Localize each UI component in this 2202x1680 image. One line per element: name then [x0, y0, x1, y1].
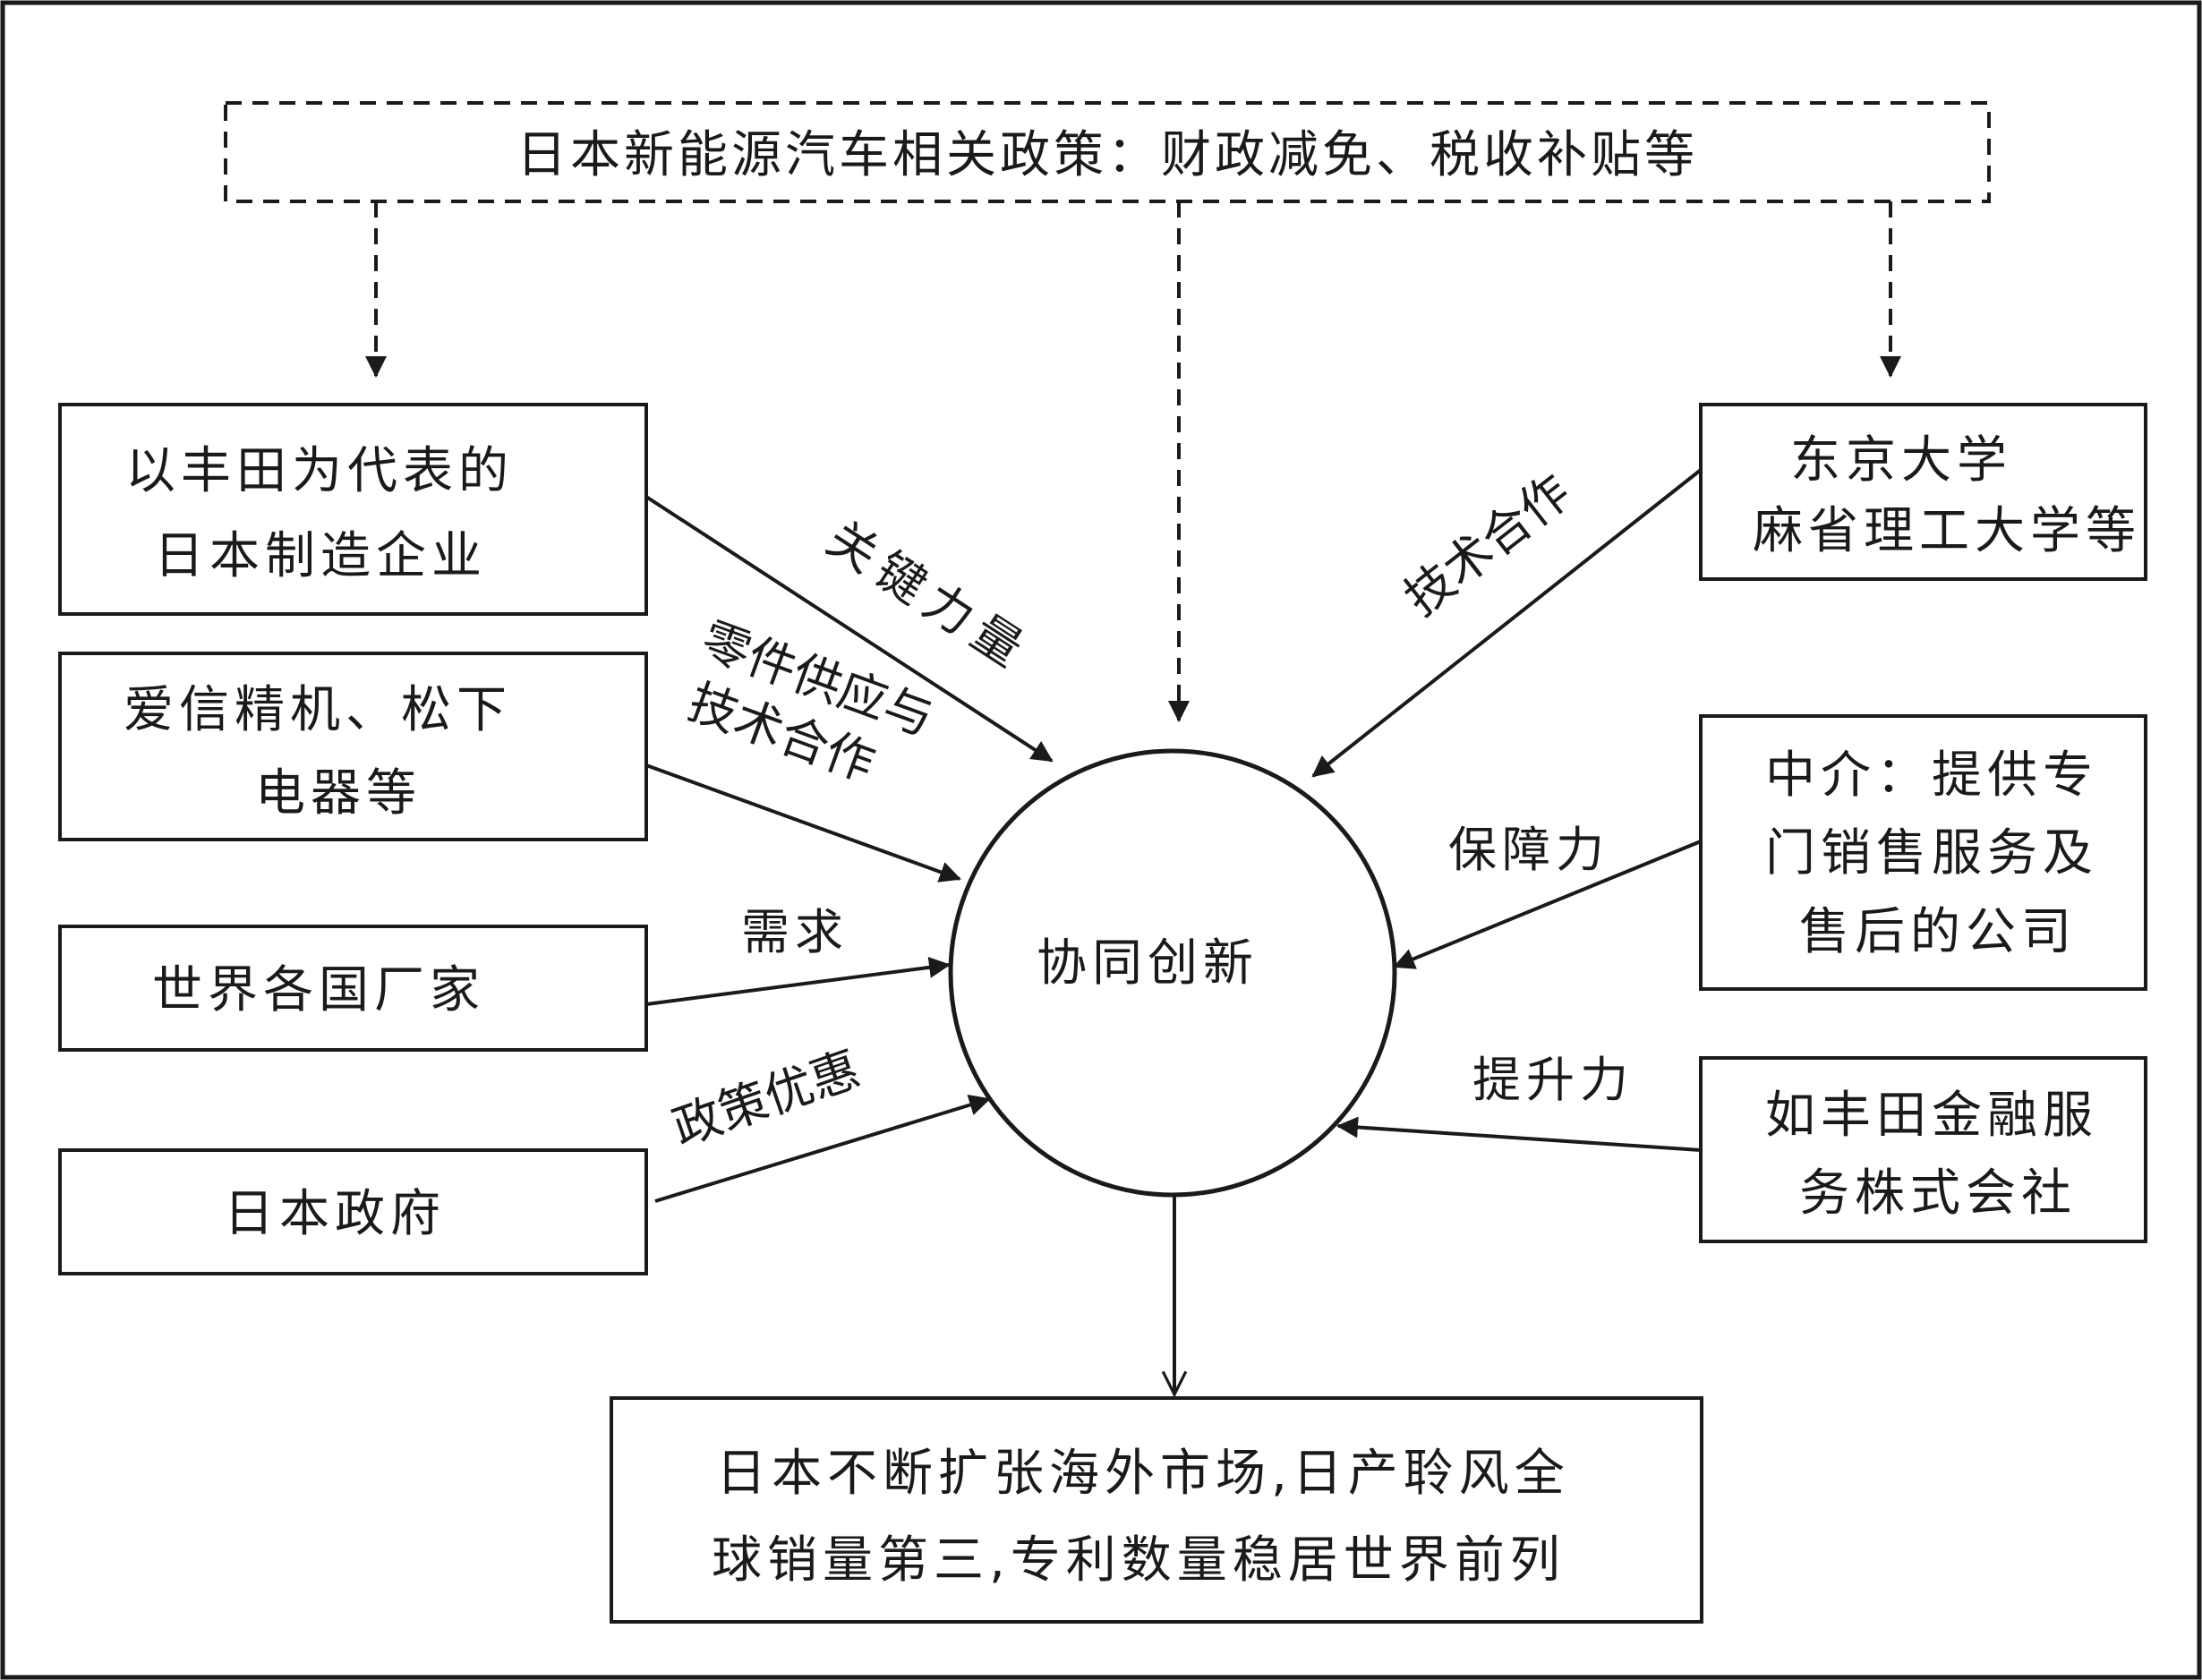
node-line: 务株式会社	[1799, 1164, 2077, 1223]
edge-government-to-center	[654, 1094, 991, 1203]
node-line: 东京大学	[1790, 431, 2012, 490]
node-universities: 东京大学 麻省理工大学等	[1699, 403, 2147, 581]
node-aisin-panasonic: 爱信精机、松下 电器等	[58, 652, 648, 841]
svg-text:日本政府: 日本政府	[224, 1185, 446, 1243]
node-line: 麻省理工大学等	[1753, 502, 2141, 560]
node-japan-government: 日本政府	[58, 1148, 648, 1275]
edge-intermediaries-to-center	[1393, 840, 1702, 969]
edge-label-line: 关键力量	[817, 510, 1040, 682]
node-line: 爱信精机、松下	[124, 681, 512, 739]
svg-text:爱信精机、松下 电器等: 爱信精机、松下 电器等	[124, 681, 528, 823]
edge-label-demand: 需求	[741, 904, 849, 960]
edge-label-line: 技术合作	[1394, 464, 1581, 627]
node-line: 中介：提供专	[1765, 746, 2098, 805]
outcome-line: 日本不断扩张海外市场,日产聆风全	[716, 1445, 1570, 1503]
svg-text:中介：提供专 门销售服务及 售后的公: 中介：提供专 门销售服务及 售后的公司	[1765, 746, 2114, 961]
node-line: 以丰田为代表的	[125, 442, 514, 500]
node-line: 电器等	[255, 764, 422, 823]
edge-label-key-force: 关键力量	[817, 510, 1040, 682]
edge-label-tech-cooperation: 技术合作	[1394, 464, 1581, 627]
svg-text:日本不断扩张海外市场,日产聆风全 球销量第三,专: 日本不断扩张海外市场,日产聆风全 球销量第三,专利数量稳居世界前列	[712, 1445, 1586, 1590]
outcome-line: 球销量第三,专利数量稳居世界前列	[712, 1531, 1566, 1590]
node-toyota-finance: 如丰田金融服 务株式会社	[1699, 1056, 2147, 1243]
node-line: 日本政府	[224, 1185, 446, 1243]
edge-label-line: 需求	[741, 904, 849, 960]
outcome-box: 日本不断扩张海外市场,日产聆风全 球销量第三,专利数量稳居世界前列	[610, 1396, 1703, 1624]
center-label: 协同创新	[1037, 934, 1259, 993]
node-line: 门销售服务及	[1765, 824, 2098, 883]
edge-label-parts-supply: 零件供应与 技术合作	[673, 611, 955, 811]
edge-world-to-center	[645, 956, 951, 1006]
edge-universities-to-center	[1311, 468, 1703, 778]
node-intermediaries: 中介：提供专 门销售服务及 售后的公司	[1699, 714, 2147, 991]
node-toyota-manufacturers: 以丰田为代表的 日本制造企业	[58, 403, 648, 616]
edge-aisin-to-center	[645, 763, 961, 883]
edge-finance-to-center	[1336, 1116, 1702, 1152]
edge-label-line: 提升力	[1472, 1052, 1634, 1108]
edge-label-boost: 提升力	[1472, 1052, 1634, 1108]
svg-text:以丰田为代表的 日本制造企业: 以丰田为代表的 日本制造企业	[125, 442, 530, 585]
center-node: 协同创新	[948, 748, 1397, 1198]
policy-box: 日本新能源汽车相关政策：财政减免、税收补贴等	[224, 101, 1991, 203]
svg-text:东京大学 麻省理工大学等: 东京大学 麻省理工大学等	[1753, 431, 2141, 560]
edge-label-line: 政策优惠	[666, 1040, 867, 1156]
node-line: 世界各国厂家	[152, 961, 485, 1019]
svg-text:如丰田金融服 务株式会社: 如丰田金融服 务株式会社	[1765, 1087, 2114, 1223]
node-line: 如丰田金融服	[1765, 1087, 2098, 1145]
node-world-manufacturers: 世界各国厂家	[58, 925, 648, 1052]
edge-label-guarantee: 保障力	[1448, 822, 1609, 878]
edge-label-policy-benefits: 政策优惠	[666, 1040, 867, 1156]
policy-label: 日本新能源汽车相关政策：财政减免、税收补贴等	[516, 126, 1698, 184]
edge-toyota-to-center	[644, 495, 1054, 763]
node-line: 日本制造企业	[154, 527, 487, 585]
node-line: 售后的公司	[1799, 903, 2077, 961]
svg-text:世界各国厂家: 世界各国厂家	[152, 961, 485, 1019]
edge-label-line: 保障力	[1448, 822, 1609, 878]
